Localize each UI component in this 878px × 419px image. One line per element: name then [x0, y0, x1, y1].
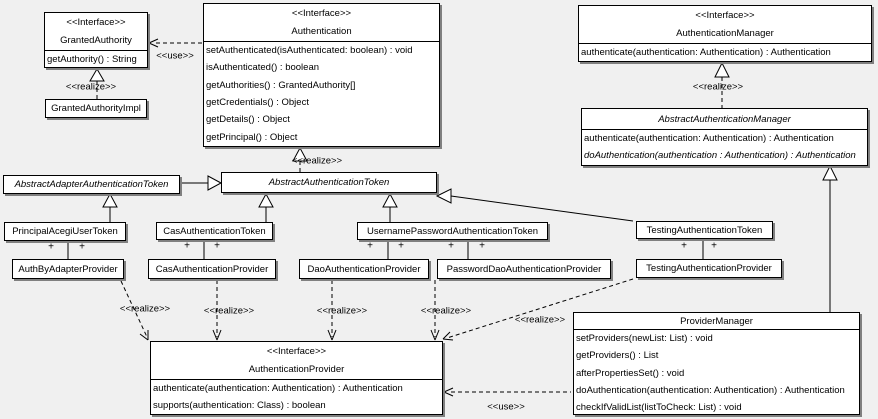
method: getAuthority() : String: [47, 54, 137, 66]
realize-label: <<realize>>: [316, 305, 368, 317]
class-cas-authentication-provider[interactable]: CasAuthenticationProvider: [148, 259, 276, 279]
class-name: GrantedAuthority: [60, 35, 132, 46]
compartment-divider: [151, 379, 442, 380]
method: setAuthenticated(isAuthenticated: boolea…: [206, 45, 413, 57]
realize-label: <<realize>>: [420, 305, 472, 317]
compartment-divider: [45, 50, 147, 51]
method: afterPropertiesSet() : void: [576, 367, 685, 379]
class-username-password-authentication-token[interactable]: UsernamePasswordAuthenticationToken: [357, 222, 548, 240]
class-name: GrantedAuthorityImpl: [51, 103, 141, 114]
class-abstract-authentication-manager[interactable]: AbstractAuthenticationManager authentica…: [581, 108, 868, 166]
stereotype: <<Interface>>: [291, 7, 352, 19]
class-cas-authentication-token[interactable]: CasAuthenticationToken: [156, 222, 273, 240]
compartment-divider: [204, 41, 439, 42]
open-arrow-icon: [442, 331, 454, 341]
class-name: AuthByAdapterProvider: [18, 263, 118, 275]
class-name: AbstractAuthenticationToken: [268, 177, 390, 188]
multiplicity-label: +: [448, 240, 454, 252]
hollow-triangle-icon: [89, 68, 105, 82]
gen-edge-testingauthenticationtoken: [450, 195, 634, 222]
compartment-divider: [574, 329, 859, 330]
method: checkIfValidList(listToCheck: List) : vo…: [576, 402, 742, 414]
class-provider-manager[interactable]: ProviderManager setProviders(newList: Li…: [573, 312, 860, 415]
realize-label: <<realize>>: [291, 155, 343, 167]
class-name: TestingAuthenticationProvider: [646, 263, 772, 274]
class-authentication-manager[interactable]: <<Interface>> AuthenticationManager auth…: [578, 5, 872, 62]
multiplicity-label: +: [367, 240, 373, 252]
class-name: AbstractAdapterAuthenticationToken: [14, 179, 169, 190]
open-arrow-icon: [148, 38, 159, 48]
open-arrow-icon: [430, 329, 440, 341]
multiplicity-label: +: [184, 240, 190, 252]
class-password-dao-authentication-provider[interactable]: PasswordDaoAuthenticationProvider: [437, 259, 611, 279]
method: getDetails() : Object: [206, 114, 290, 126]
class-authentication[interactable]: <<Interface>> Authentication setAuthenti…: [203, 3, 440, 147]
stereotype: <<Interface>>: [66, 16, 126, 28]
open-arrow-icon: [327, 329, 337, 341]
class-name: DaoAuthenticationProvider: [307, 263, 421, 275]
hollow-triangle-icon: [102, 192, 118, 208]
class-granted-authority-impl[interactable]: GrantedAuthorityImpl: [45, 99, 147, 118]
class-name: ProviderManager: [680, 315, 753, 327]
class-name: Authentication: [291, 26, 352, 37]
hollow-triangle-icon: [714, 61, 730, 78]
compartment-divider: [582, 129, 867, 130]
multiplicity-label: +: [479, 240, 485, 252]
open-arrow-icon: [443, 387, 454, 397]
stereotype: <<Interface>>: [695, 9, 755, 21]
class-authentication-provider[interactable]: <<Interface>> AuthenticationProvider aut…: [150, 341, 443, 415]
method: getCredentials() : Object: [206, 97, 309, 109]
realize-label: <<realize>>: [514, 314, 566, 326]
compartment-divider: [579, 43, 871, 44]
class-principal-acegi-user-token[interactable]: PrincipalAcegiUserToken: [4, 222, 126, 241]
class-name: UsernamePasswordAuthenticationToken: [366, 225, 539, 237]
class-name: PrincipalAcegiUserToken: [12, 226, 118, 237]
method: authenticate(authentication: Authenticat…: [153, 383, 403, 395]
class-granted-authority[interactable]: <<Interface>> GrantedAuthority getAuthor…: [44, 12, 148, 68]
method: getProviders() : List: [576, 350, 659, 362]
open-arrow-icon: [212, 329, 222, 341]
method: isAuthenticated() : boolean: [206, 62, 320, 74]
class-name: CasAuthenticationToken: [163, 225, 266, 237]
stereotype: <<Interface>>: [266, 345, 327, 357]
realize-label: <<realize>>: [119, 303, 171, 315]
class-abstract-authentication-token[interactable]: AbstractAuthenticationToken: [221, 172, 437, 193]
method: getPrincipal() : Object: [206, 131, 298, 143]
multiplicity-label: +: [398, 240, 404, 252]
hollow-triangle-icon: [382, 192, 398, 208]
class-name: AuthenticationManager: [676, 28, 774, 39]
realize-label: <<realize>>: [65, 81, 117, 93]
open-arrow-icon: [139, 330, 149, 341]
class-testing-authentication-token[interactable]: TestingAuthenticationToken: [636, 221, 773, 239]
class-name: TestingAuthenticationToken: [646, 224, 763, 236]
hollow-triangle-icon: [258, 192, 274, 208]
realize-label: <<realize>>: [203, 305, 255, 317]
use-label: <<use>>: [156, 50, 194, 62]
hollow-triangle-icon: [207, 175, 223, 191]
class-name: AuthenticationProvider: [248, 364, 345, 375]
multiplicity-label: +: [48, 241, 54, 253]
method: doAuthentication(authentication: Authent…: [576, 385, 845, 397]
multiplicity-label: +: [711, 240, 717, 252]
hollow-triangle-icon: [822, 164, 838, 181]
class-auth-by-adapter-provider[interactable]: AuthByAdapterProvider: [12, 259, 124, 279]
class-name: PasswordDaoAuthenticationProvider: [446, 263, 602, 275]
class-abstract-adapter-authentication-token[interactable]: AbstractAdapterAuthenticationToken: [3, 175, 180, 194]
method: authenticate(authentication: Authenticat…: [584, 133, 834, 145]
class-name: AbstractAuthenticationManager: [658, 113, 791, 125]
method: setProviders(newList: List) : void: [576, 333, 713, 345]
multiplicity-label: +: [79, 241, 85, 253]
method: getAuthorities() : GrantedAuthority[]: [206, 79, 356, 91]
method: supports(authentication: Class) : boolea…: [153, 400, 326, 412]
realize-label: <<realize>>: [692, 81, 744, 93]
class-dao-authentication-provider[interactable]: DaoAuthenticationProvider: [299, 259, 429, 279]
hollow-triangle-icon: [435, 188, 452, 204]
class-name: CasAuthenticationProvider: [155, 263, 269, 275]
method: doAuthentication(authentication : Authen…: [584, 150, 856, 162]
multiplicity-label: +: [214, 240, 220, 252]
method: authenticate(authentication: Authenticat…: [581, 47, 831, 59]
class-testing-authentication-provider[interactable]: TestingAuthenticationProvider: [636, 259, 782, 278]
multiplicity-label: +: [681, 240, 687, 252]
use-label: <<use>>: [487, 401, 525, 413]
